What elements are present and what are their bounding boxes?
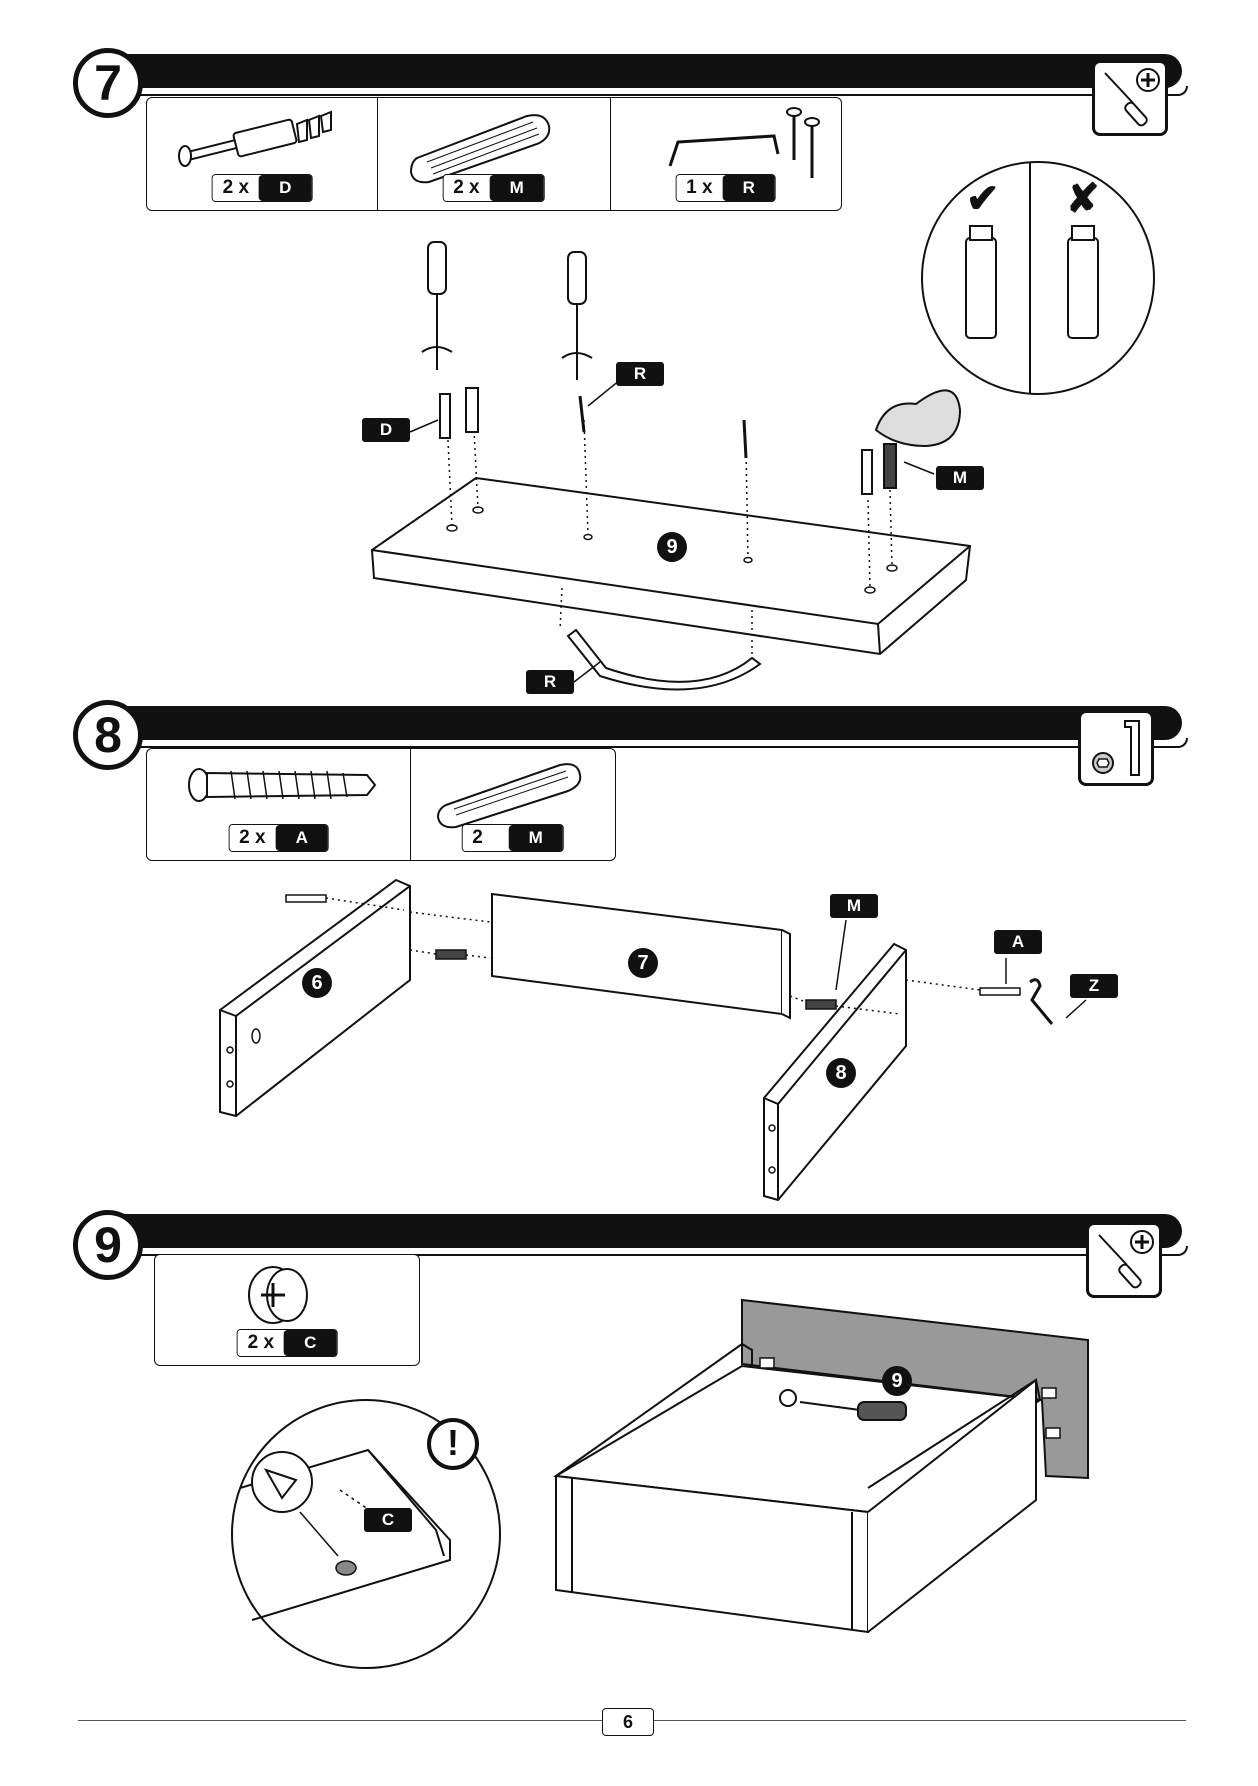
part-cell-r: 1 x R	[610, 98, 841, 210]
step-9-number: 9	[73, 1210, 143, 1280]
cam-dowel-icon	[178, 110, 332, 167]
callout-d: D	[362, 418, 410, 442]
part-cell-m: 2 x M	[377, 98, 611, 210]
tool-allen-key-icon	[1078, 710, 1154, 786]
qty-label-m: 2 x M	[442, 174, 545, 202]
callout-a: A	[994, 930, 1042, 954]
qty-letter: M	[489, 175, 544, 201]
qty-letter: R	[722, 175, 775, 201]
tool-screwdriver-icon	[1092, 60, 1168, 136]
callout-m: M	[830, 894, 878, 918]
step-9-parts-list: 2 x C	[154, 1254, 420, 1366]
panel-7-badge: 7	[628, 948, 658, 978]
footer-rule-right	[654, 1720, 1186, 1721]
qty-letter: A	[275, 825, 328, 851]
qty-count: 2 x	[462, 825, 509, 851]
wooden-dowel-icon	[436, 763, 582, 829]
handle-and-screws-icon	[668, 107, 820, 178]
step-8-number: 8	[73, 700, 143, 770]
step-8-parts-list: 2 x A 2 x M	[146, 748, 616, 861]
callout-m: M	[936, 466, 984, 490]
qty-label-m: 2 x M	[461, 824, 564, 852]
step-7-parts-list: 2 x D 2 x M 1 x R	[146, 97, 842, 211]
qty-letter: D	[259, 175, 312, 201]
step-7-header-bar	[112, 54, 1188, 96]
tool-screwdriver-icon	[1086, 1222, 1162, 1298]
qty-label-c: 2 x C	[236, 1329, 338, 1357]
qty-count: 2 x	[443, 175, 490, 201]
step-9-header-bar	[112, 1214, 1188, 1256]
qty-count: 2 x	[229, 825, 276, 851]
panel-6-badge: 6	[302, 968, 332, 998]
page-number: 6	[602, 1708, 654, 1736]
callout-z: Z	[1070, 974, 1118, 998]
wrong-cross-icon: ✘	[1066, 177, 1100, 221]
qty-count: 2 x	[212, 175, 260, 201]
qty-letter: C	[284, 1330, 337, 1356]
panel-8-badge: 8	[826, 1058, 856, 1088]
qty-letter: M	[508, 825, 563, 851]
qty-count: 2 x	[237, 1330, 285, 1356]
part-cell-m: 2 x M	[410, 749, 615, 860]
confirmat-screw-icon	[188, 768, 377, 802]
qty-count: 1 x	[676, 175, 723, 201]
qty-label-d: 2 x D	[211, 174, 313, 202]
part-cell-d: 2 x D	[147, 98, 378, 210]
panel-number-badge: 9	[657, 532, 687, 562]
step-7-number: 7	[73, 48, 143, 118]
callout-c: C	[364, 1508, 412, 1532]
part-cell-c: 2 x C	[155, 1255, 419, 1365]
callout-r-bottom: R	[526, 670, 574, 694]
warning-icon: !	[447, 1422, 459, 1463]
correct-check-icon: ✔	[966, 177, 1000, 221]
qty-label-a: 2 x A	[228, 824, 329, 852]
panel-9-badge: 9	[882, 1366, 912, 1396]
qty-label-r: 1 x R	[675, 174, 776, 202]
step-8-illustration	[219, 878, 1087, 1202]
callout-r-top: R	[616, 362, 664, 386]
step-7-illustration	[370, 241, 972, 691]
dowel-orientation-inset	[921, 161, 1155, 395]
footer-rule-left	[78, 1720, 602, 1721]
step-8-header-bar	[112, 706, 1188, 748]
cam-lock-icon	[248, 1266, 308, 1324]
part-cell-a: 2 x A	[147, 749, 411, 860]
wooden-dowel-icon	[409, 114, 551, 184]
